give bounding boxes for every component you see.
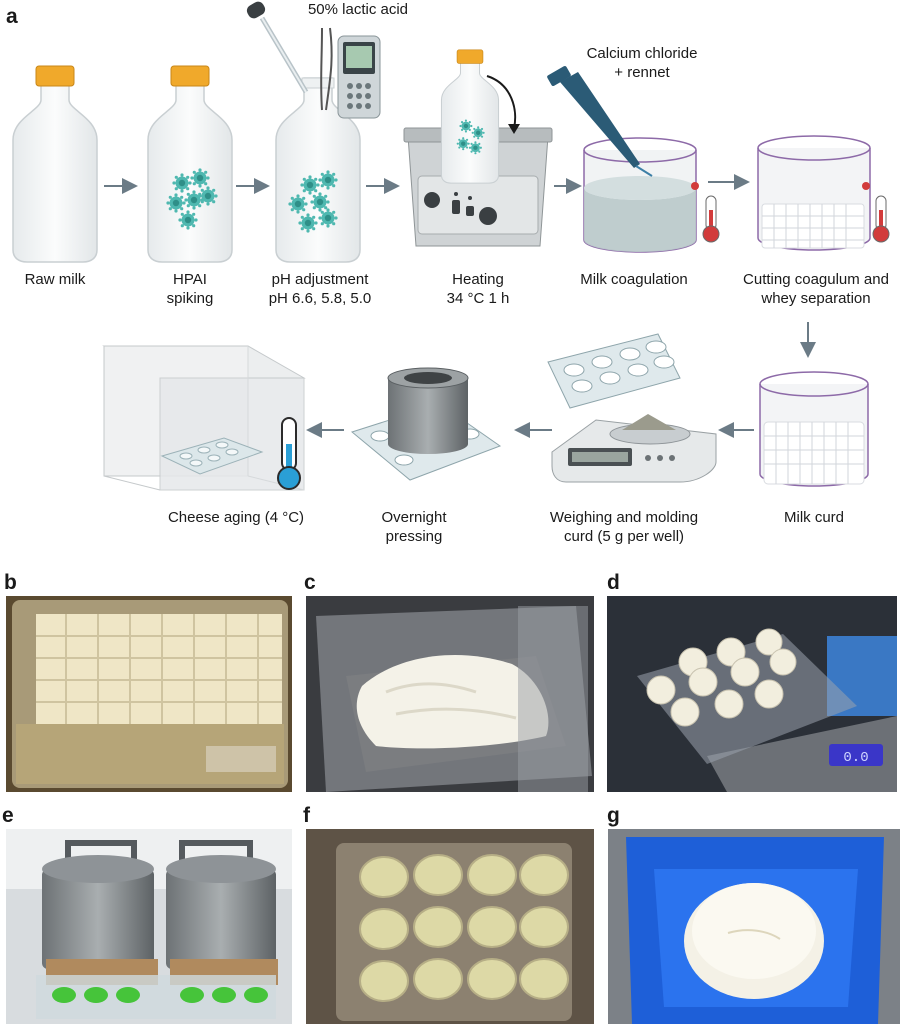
- label-cacl-2: + rennet: [614, 64, 670, 81]
- coagulation-vat-icon: [583, 137, 697, 253]
- flow-arrows-row1: [104, 174, 750, 194]
- label-press-1: Overnight: [381, 509, 447, 526]
- cutting-vat-icon: [757, 135, 871, 251]
- photo-aged-cheese: [608, 829, 900, 1024]
- label-curd: Milk curd: [783, 509, 845, 526]
- photo-molded-curd-scale: 0.0: [607, 596, 897, 792]
- label-weigh-1: Weighing and molding: [549, 509, 699, 526]
- label-cut-1: Cutting coagulum and: [743, 271, 889, 288]
- label-weigh-2: curd (5 g per well): [563, 528, 685, 545]
- photo-overnight-pressing: [6, 829, 292, 1024]
- photo-cut-curd: [6, 596, 292, 792]
- ph-meter-icon: [320, 27, 381, 119]
- label-hpai-2: spiking: [166, 290, 214, 307]
- heat-indicator-icon-2: [862, 182, 870, 190]
- label-cacl-1: Calcium chloride: [586, 45, 698, 62]
- panel-label-f: f: [303, 804, 310, 827]
- heat-indicator-icon-1: [691, 182, 699, 190]
- label-heat-2: 34 °C 1 h: [446, 290, 510, 307]
- pipette-icon: [547, 66, 653, 177]
- label-press-2: pressing: [385, 528, 443, 545]
- label-acid: 50% lactic acid: [307, 1, 409, 18]
- panel-label-c: c: [304, 571, 316, 594]
- thermometer-blue-icon: [277, 417, 301, 490]
- raw-milk-bottle-icon: [12, 65, 98, 263]
- process-diagram: [12, 1, 890, 491]
- panel-label-g: g: [607, 804, 620, 827]
- panel-label-b: b: [4, 571, 17, 594]
- mold-plate-icon: [547, 333, 681, 409]
- panel-label-a: a: [6, 5, 18, 28]
- panel-label-d: d: [607, 571, 620, 594]
- hpai-spiked-bottle-icon: [147, 65, 233, 263]
- photo-drained-curd: [306, 596, 594, 792]
- label-ph-1: pH adjustment: [271, 271, 369, 288]
- photo-pressed-cheese-plate: [306, 829, 594, 1024]
- panel-label-e: e: [2, 804, 14, 827]
- cheese-press-icon: [350, 367, 502, 481]
- label-raw-milk: Raw milk: [24, 271, 86, 288]
- label-heat-1: Heating: [452, 271, 504, 288]
- label-hpai-1: HPAI: [173, 271, 207, 288]
- thermometer-red-icon-2: [872, 195, 890, 243]
- milk-curd-vat-icon: [759, 371, 869, 487]
- label-coag: Milk coagulation: [580, 271, 688, 288]
- label-ph-2: pH 6.6, 5.8, 5.0: [268, 290, 372, 307]
- thermometer-red-icon-1: [702, 195, 720, 243]
- immerse-arrow-icon: [486, 75, 517, 129]
- dropper-icon: [246, 1, 309, 94]
- label-aging: Cheese aging (4 °C): [167, 509, 305, 526]
- aging-cabinet-icon: [102, 345, 306, 491]
- weighing-scale-icon: [551, 414, 717, 483]
- heating-bottle-icon: [440, 49, 500, 184]
- scale-readout: 0.0: [843, 750, 868, 766]
- label-cut-2: whey separation: [761, 290, 871, 307]
